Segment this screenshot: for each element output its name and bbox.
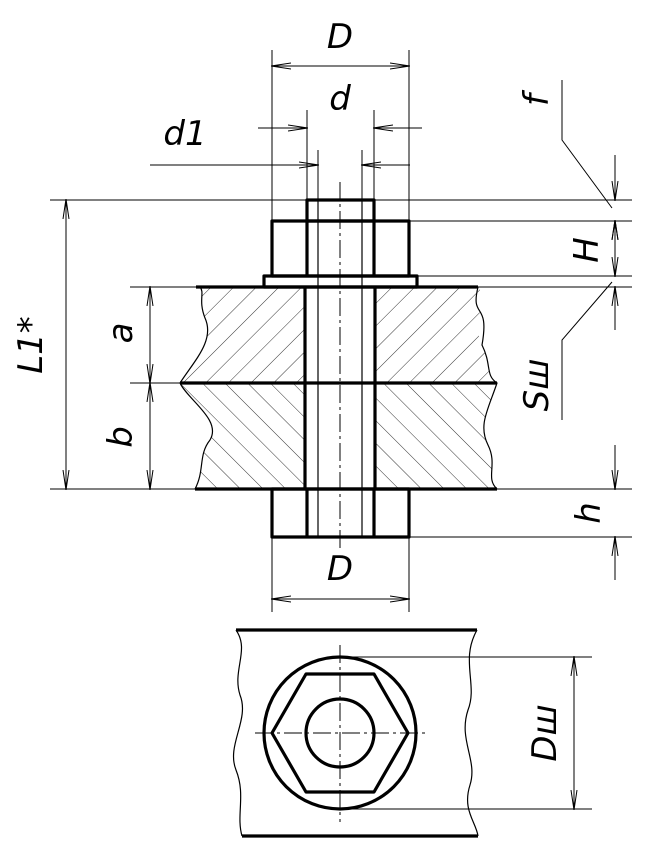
dim-D-top: D: [272, 17, 409, 221]
lower-plate: [180, 383, 497, 489]
dim-D-bottom: D: [272, 537, 409, 612]
upper-plate: [180, 287, 497, 383]
label-a: a: [101, 323, 141, 344]
label-b: b: [101, 426, 141, 448]
dim-d1: d1: [150, 114, 410, 200]
bottom-nut: [270, 487, 411, 539]
label-D-top: D: [327, 17, 353, 57]
bolt-shank: [317, 182, 363, 548]
label-H: H: [567, 237, 607, 263]
dim-L1: L1*: [11, 200, 307, 489]
label-d1: d1: [163, 114, 206, 154]
dim-Dsh: Dш: [340, 657, 592, 809]
label-Dsh: Dш: [525, 704, 565, 761]
label-f: f: [517, 89, 557, 106]
dim-h: h: [409, 445, 632, 580]
washer: [262, 274, 419, 289]
label-Sw: Sш: [517, 359, 557, 412]
dim-Sw: Sш: [517, 281, 613, 420]
label-h: h: [569, 502, 609, 524]
dim-a-b: a b: [101, 287, 200, 489]
label-d: d: [329, 79, 351, 119]
label-L1: L1*: [11, 316, 51, 374]
label-D-bottom: D: [327, 549, 353, 589]
plan-view: [232, 628, 479, 838]
dim-d: d: [258, 79, 422, 200]
